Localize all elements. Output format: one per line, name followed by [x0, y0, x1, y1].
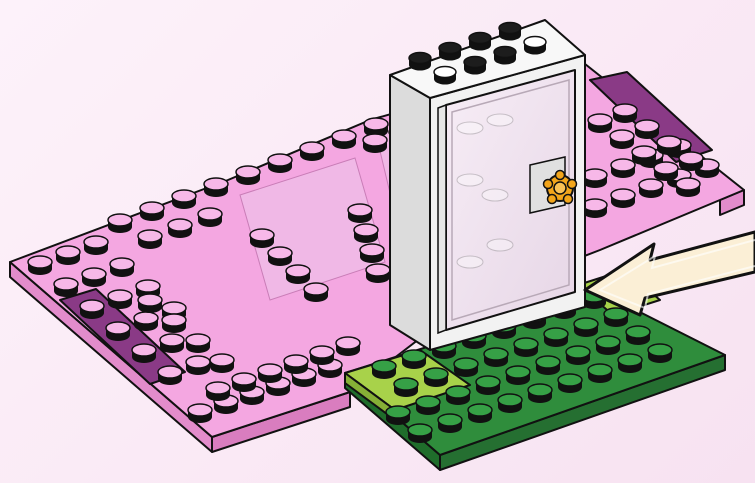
- pink-stud: [158, 366, 182, 385]
- pink-stud: [268, 247, 292, 266]
- green-stud: [604, 308, 628, 327]
- pink-stud: [635, 120, 659, 139]
- pink-stud: [676, 178, 700, 197]
- green-stud: [498, 394, 522, 413]
- pink-stud: [134, 312, 158, 331]
- pink-stud: [654, 162, 678, 181]
- pink-stud: [108, 290, 132, 309]
- pink-stud: [54, 278, 78, 297]
- green-stud: [574, 318, 598, 337]
- pink-stud: [198, 208, 222, 227]
- pink-stud: [84, 236, 108, 255]
- pink-stud: [611, 159, 635, 178]
- pink-stud: [286, 265, 310, 284]
- pink-stud: [210, 354, 234, 373]
- pink-stud: [28, 256, 52, 275]
- green-stud: [528, 384, 552, 403]
- pink-stud: [80, 300, 104, 319]
- pink-stud: [363, 134, 387, 153]
- door-stud: [434, 67, 456, 85]
- pink-stud: [284, 355, 308, 374]
- pink-stud: [186, 334, 210, 353]
- pink-stud: [162, 314, 186, 333]
- door-stud: [439, 43, 461, 61]
- pink-stud: [639, 179, 663, 198]
- door-stud: [494, 47, 516, 65]
- pink-stud: [204, 178, 228, 197]
- green-stud: [566, 346, 590, 365]
- green-stud: [484, 348, 508, 367]
- green-stud: [402, 350, 426, 369]
- pink-stud: [679, 152, 703, 171]
- green-stud: [476, 376, 500, 395]
- green-stud: [394, 378, 418, 397]
- pink-stud: [56, 246, 80, 265]
- pink-stud: [250, 229, 274, 248]
- green-stud: [454, 358, 478, 377]
- pink-stud: [188, 404, 212, 423]
- pink-stud: [140, 202, 164, 221]
- pink-stud: [588, 114, 612, 133]
- pink-stud: [258, 364, 282, 383]
- pink-stud: [132, 344, 156, 363]
- pink-stud: [160, 334, 184, 353]
- green-stud: [438, 414, 462, 433]
- pink-stud: [236, 166, 260, 185]
- pink-stud: [360, 244, 384, 263]
- pink-stud: [354, 224, 378, 243]
- green-stud: [544, 328, 568, 347]
- pink-stud: [82, 268, 106, 287]
- door-stud: [469, 33, 491, 51]
- pink-stud: [611, 189, 635, 208]
- green-stud: [408, 424, 432, 443]
- green-stud: [536, 356, 560, 375]
- pink-stud: [110, 258, 134, 277]
- pink-stud: [172, 190, 196, 209]
- green-stud: [424, 368, 448, 387]
- green-stud: [514, 338, 538, 357]
- green-stud: [558, 374, 582, 393]
- pink-stud: [632, 146, 656, 165]
- pink-stud: [268, 154, 292, 173]
- green-stud: [596, 336, 620, 355]
- green-stud: [588, 364, 612, 383]
- pink-stud: [106, 322, 130, 341]
- green-stud: [468, 404, 492, 423]
- door-hinge-bar: [438, 105, 446, 333]
- green-stud: [626, 326, 650, 345]
- pink-stud: [108, 214, 132, 233]
- pink-stud: [232, 373, 256, 392]
- door-stud: [524, 37, 546, 55]
- green-stud: [386, 406, 410, 425]
- pink-stud: [336, 337, 360, 356]
- door-frame-side: [390, 75, 430, 350]
- door-stud: [499, 23, 521, 41]
- pink-stud: [186, 356, 210, 375]
- pink-stud: [138, 294, 162, 313]
- pink-stud: [583, 169, 607, 188]
- green-stud: [372, 360, 396, 379]
- pink-stud: [206, 382, 230, 401]
- pink-stud: [610, 130, 634, 149]
- door-stud: [464, 57, 486, 75]
- pink-stud: [366, 264, 390, 283]
- pink-stud: [583, 199, 607, 218]
- pink-stud: [138, 230, 162, 249]
- green-stud: [648, 344, 672, 363]
- green-stud: [618, 354, 642, 373]
- pink-stud: [310, 346, 334, 365]
- green-stud: [506, 366, 530, 385]
- pink-stud: [613, 104, 637, 123]
- pink-stud: [348, 204, 372, 223]
- door-stud: [409, 53, 431, 71]
- green-stud: [446, 386, 470, 405]
- green-stud: [416, 396, 440, 415]
- pink-stud: [332, 130, 356, 149]
- pink-stud: [300, 142, 324, 161]
- pink-stud: [168, 219, 192, 238]
- pink-stud: [304, 283, 328, 302]
- pink-stud: [657, 136, 681, 155]
